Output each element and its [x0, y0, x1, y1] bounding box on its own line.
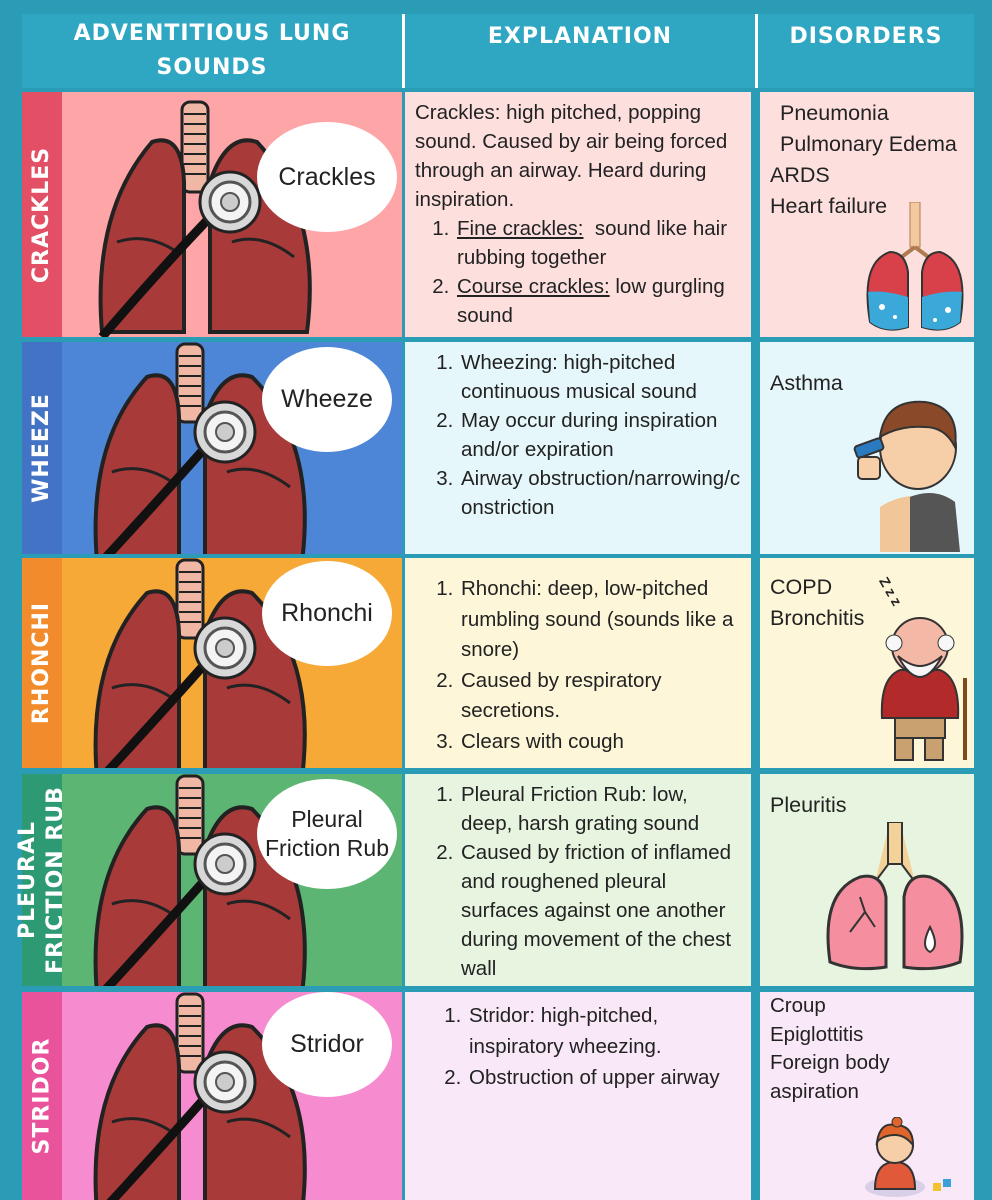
disorder-item: Heart failure	[770, 194, 888, 218]
header-lung-sounds: ADVENTITIOUS LUNG SOUNDS	[22, 14, 405, 88]
lung-illustration-rhonchi: Rhonchi	[62, 558, 402, 768]
side-label-wheeze: WHEEZE	[22, 342, 62, 554]
disorders-crackles: Pneumonia Pulmonary Edema ARDS Heart fai…	[760, 92, 974, 337]
explanation-pleural: Pleural Friction Rub: low, deep, harsh g…	[405, 774, 751, 986]
header-disorders: DISORDERS	[758, 14, 974, 88]
explanation-wheeze: Wheezing: high-pitched continuous musica…	[405, 342, 751, 554]
side-label-rhonchi: RHONCHI	[22, 558, 62, 768]
explanation-crackles: Crackles: high pitched, popping sound. C…	[405, 92, 751, 337]
disorder-item: Asthma	[770, 371, 843, 395]
lung-illustration-stridor: Stridor	[62, 992, 402, 1200]
disorders-wheeze: Asthma	[760, 342, 974, 554]
disorder-item: Croup	[770, 994, 826, 1017]
explanation-item: Pleural Friction Rub: low, deep, harsh g…	[459, 780, 741, 838]
explanation-item: Stridor: high-pitched, inspiratory wheez…	[467, 1000, 741, 1062]
edema-lungs-icon	[866, 202, 964, 331]
disorder-item: Pneumonia	[780, 101, 889, 125]
side-label-stridor: STRIDOR	[22, 992, 62, 1200]
explanation-item: Clears with cough	[459, 727, 741, 758]
explanation-item: Wheezing: high-pitched continuous musica…	[459, 348, 741, 406]
child-coughing-icon	[865, 1117, 951, 1197]
speech-bubble-wheeze: Wheeze	[262, 347, 392, 452]
disorders-stridor: Croup Epiglottitis Foreign body aspirati…	[760, 992, 974, 1200]
disorder-item: ARDS	[770, 163, 830, 187]
explanation-rhonchi: Rhonchi: deep, low-pitched rumbling soun…	[405, 558, 751, 768]
speech-bubble-stridor: Stridor	[262, 992, 392, 1097]
disorder-item: Epiglottitis	[770, 1022, 864, 1046]
speech-bubble-rhonchi: Rhonchi	[262, 561, 392, 666]
explanation-item: Caused by friction of inflamed and rough…	[459, 838, 741, 983]
explanation-item: Airway obstruction/narrowing/constrictio…	[459, 464, 741, 522]
explanation-item: May occur during inspiration and/or expi…	[459, 406, 741, 464]
header-explanation: EXPLANATION	[405, 14, 758, 88]
lung-illustration-wheeze: Wheeze	[62, 342, 402, 554]
lung-illustration-crackles: Crackles	[62, 92, 402, 337]
side-label-line-1: PLEURAL	[15, 820, 40, 940]
disorder-item: aspiration	[770, 1079, 859, 1103]
disorders-pleural: Pleuritis	[760, 774, 974, 986]
inflamed-lungs-icon	[826, 822, 964, 971]
disorders-rhonchi: COPD Bronchitis Z z z	[760, 558, 974, 768]
explanation-intro: Crackles: high pitched, popping sound. C…	[415, 101, 728, 211]
explanation-stridor: Stridor: high-pitched, inspiratory wheez…	[405, 992, 751, 1200]
speech-bubble-crackles: Crackles	[257, 122, 397, 232]
explanation-item: Caused by respiratory secretions.	[459, 666, 741, 727]
disorder-item: COPD	[770, 575, 833, 599]
lung-illustration-pleural: Pleural Friction Rub	[62, 774, 402, 986]
disorder-item: Foreign body	[770, 1051, 890, 1074]
disorder-item: Bronchitis	[770, 606, 865, 630]
explanation-item: Rhonchi: deep, low-pitched rumbling soun…	[459, 574, 741, 666]
speech-bubble-pleural: Pleural Friction Rub	[257, 779, 397, 889]
disorder-item: Pleuritis	[770, 793, 847, 817]
disorder-item: Pulmonary Edema	[780, 132, 957, 156]
child-inhaler-icon	[853, 400, 960, 552]
elderly-man-icon	[880, 617, 967, 761]
explanation-item: Course crackles: low gurgling sound	[455, 272, 741, 330]
side-label-crackles: CRACKLES	[22, 92, 62, 337]
explanation-item: Fine crackles: sound like hair rubbing t…	[455, 214, 741, 272]
explanation-item: Obstruction of upper airway	[467, 1062, 741, 1093]
